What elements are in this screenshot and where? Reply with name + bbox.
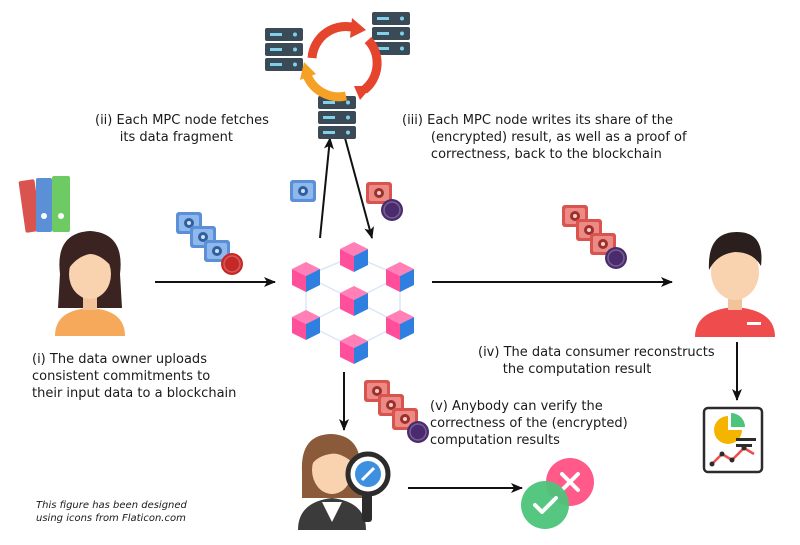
verification-result-icon <box>521 458 594 529</box>
verifier-icon <box>298 434 391 530</box>
step-iii-label: (iii) Each MPC node writes its share of … <box>402 113 687 162</box>
verification-shares-icon <box>364 380 430 444</box>
data-consumer-icon <box>695 232 775 337</box>
icon-credit: This figure has been designed using icon… <box>36 500 187 524</box>
encrypted-share-icon <box>366 182 404 222</box>
data-owner-icon <box>55 231 125 336</box>
step-i-label: (i) The data owner uploads consistent co… <box>32 352 237 401</box>
cycle-arrows-icon <box>301 21 382 102</box>
data-fragment-icon <box>290 180 316 202</box>
step-iv-label: (iv) The data consumer reconstructs the … <box>478 345 715 377</box>
commitments-icon <box>176 212 244 276</box>
binders-icon <box>18 176 70 233</box>
result-shares-icon <box>562 205 628 270</box>
blockchain-icon <box>292 242 414 364</box>
report-chart-icon <box>702 406 764 474</box>
flow-arrows <box>155 137 742 493</box>
arrow-blockchain-to-mpc <box>319 137 334 239</box>
mpc-nodes-icon <box>265 12 410 139</box>
step-ii-label: (ii) Each MPC node fetches its data frag… <box>95 113 269 145</box>
check-circle-icon <box>521 481 569 529</box>
step-v-label: (v) Anybody can verify the correctness o… <box>430 399 628 448</box>
arrow-mpc-to-blockchain <box>344 137 374 239</box>
